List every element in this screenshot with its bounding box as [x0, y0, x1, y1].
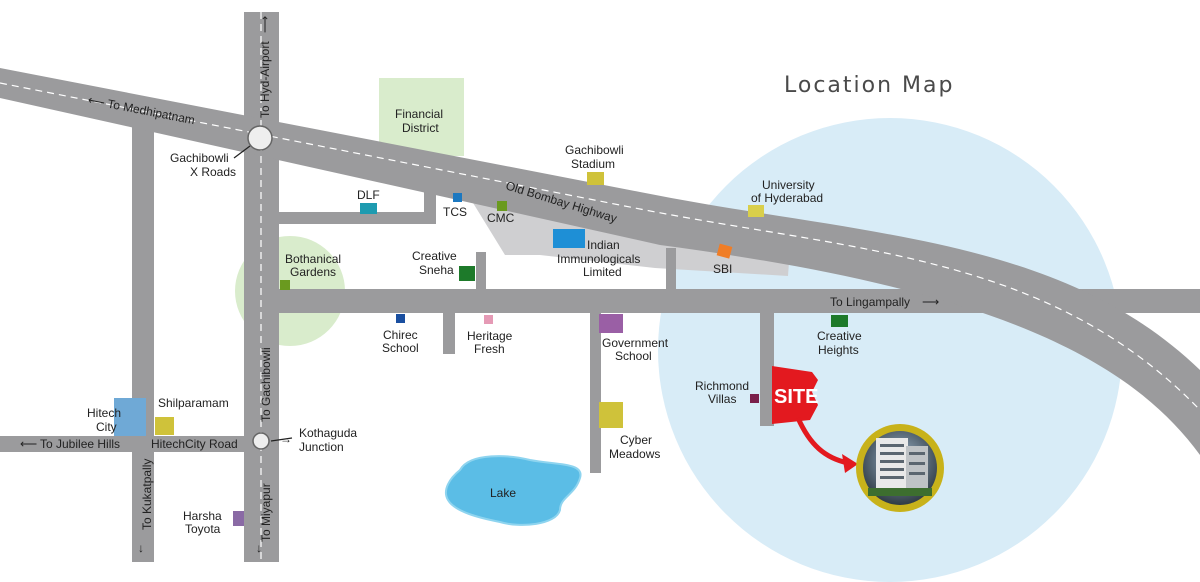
chirec-label-2: School: [382, 341, 419, 355]
creative-sneha-label-1: Creative: [412, 249, 457, 263]
uoh-label-1: University: [762, 178, 815, 192]
site-sign: SITE: [772, 366, 818, 424]
botanical-label-2: Gardens: [290, 265, 336, 279]
stadium-label-1: Gachibowli: [565, 143, 624, 157]
indian-immunologicals-marker: [553, 229, 585, 248]
to-lingampally-label: To Lingampally ⟶: [830, 295, 939, 309]
indian-label-2: Immunologicals: [557, 252, 640, 266]
tcs-label: TCS: [443, 205, 467, 219]
svg-text:To Hyd-Airport: To Hyd-Airport: [258, 41, 272, 118]
heritage-label-1: Heritage: [467, 329, 513, 343]
creative-sneha-label-2: Sneha: [419, 263, 454, 277]
financial-district-label-2: District: [402, 121, 439, 135]
financial-district-label-1: Financial: [395, 107, 443, 121]
site-arrow-head: [842, 454, 858, 473]
govt-school-marker: [599, 314, 623, 333]
building-photo-icon: [856, 424, 944, 512]
lake-label: Lake: [490, 486, 516, 500]
harsha-toyota-marker: [233, 511, 244, 526]
to-hyd-airport-label: To Hyd-Airport ⟶: [258, 16, 272, 118]
richmond-label-2: Villas: [708, 392, 736, 406]
hitech-city-label-2: City: [96, 420, 117, 434]
creative-sneha-marker: [459, 266, 475, 281]
uoh-marker: [748, 205, 764, 217]
lake-shape: [444, 455, 582, 526]
site-label: SITE: [774, 386, 818, 408]
shilparamam-marker: [155, 417, 174, 435]
cyber-meadows-marker: [599, 402, 623, 428]
kothaguda-label-1: Kothaguda: [299, 426, 357, 440]
botanical-marker: [280, 280, 290, 290]
arrow-down-icon: ↓: [256, 541, 262, 555]
to-kukatpally-label: To Kukatpally: [140, 459, 154, 530]
svg-text:To Jubilee Hills: To Jubilee Hills: [40, 437, 120, 451]
heritage-marker: [484, 315, 493, 324]
arrow-left-icon: ⟵: [87, 93, 107, 110]
govt-school-label-1: Government: [602, 336, 669, 350]
arrow-right-icon: →: [280, 432, 292, 446]
arrow-left-icon: ⟵: [20, 437, 37, 451]
financial-district-zone: [379, 78, 464, 156]
stadium-marker: [587, 172, 604, 185]
sbi-label: SBI: [713, 262, 732, 276]
site-pointer-arrow-icon: [795, 416, 849, 466]
svg-text:To Lingampally: To Lingampally: [830, 295, 910, 309]
sbi-marker: [716, 243, 733, 259]
svg-text:To Miyapur: To Miyapur: [259, 483, 273, 542]
hitech-city-marker: [114, 398, 146, 436]
kothaguda-label-2: Junction: [299, 440, 344, 454]
shilparamam-label: Shilparamam: [158, 396, 229, 410]
arrow-up-icon: ⟶: [258, 16, 272, 33]
gachibowli-x-roads-junction: [247, 125, 273, 151]
dlf-label: DLF: [357, 188, 380, 202]
indian-label-3: Limited: [583, 265, 622, 279]
svg-text:To Kukatpally: To Kukatpally: [140, 459, 154, 530]
hitechcity-road-label: HitechCity Road: [151, 437, 238, 451]
to-jubilee-hills-label: ⟵ To Jubilee Hills: [20, 437, 120, 451]
richmond-marker: [750, 394, 759, 403]
kothaguda-junction: [252, 432, 270, 450]
to-gachibowli-label: To Gachibowli: [259, 347, 273, 422]
richmond-label-1: Richmond: [695, 379, 749, 393]
svg-text:To Gachibowli: To Gachibowli: [259, 347, 273, 422]
harsha-label-1: Harsha: [183, 509, 222, 523]
to-miyapur-label: To Miyapur: [259, 483, 273, 542]
uoh-label-2: of Hyderabad: [751, 191, 823, 205]
cmc-marker: [497, 201, 507, 211]
creative-heights-marker: [831, 315, 848, 327]
map-title: Location Map: [784, 73, 954, 98]
stadium-label-2: Stadium: [571, 157, 615, 171]
indian-label-1: Indian: [587, 238, 620, 252]
cyber-meadows-label-2: Meadows: [609, 447, 660, 461]
harsha-label-2: Toyota: [185, 522, 221, 536]
cyber-meadows-label-1: Cyber: [620, 433, 652, 447]
creative-heights-label-1: Creative: [817, 329, 862, 343]
hitech-city-label-1: Hitech: [87, 406, 121, 420]
gachibowli-x-roads-label-1: Gachibowli: [170, 151, 229, 165]
cmc-label: CMC: [487, 211, 515, 225]
site-area-circle: [658, 118, 1122, 582]
gachibowli-x-roads-label-2: X Roads: [190, 165, 236, 179]
botanical-label-1: Bothanical: [285, 252, 341, 266]
arrow-down-icon: ↓: [138, 541, 144, 555]
chirec-marker: [396, 314, 405, 323]
road-network: [0, 12, 1200, 562]
dlf-marker: [360, 203, 377, 214]
creative-heights-label-2: Heights: [818, 343, 859, 357]
govt-school-label-2: School: [615, 349, 652, 363]
arrow-right-icon: ⟶: [922, 295, 939, 309]
chirec-label-1: Chirec: [383, 328, 418, 342]
tcs-marker: [453, 193, 462, 202]
heritage-label-2: Fresh: [474, 342, 505, 356]
